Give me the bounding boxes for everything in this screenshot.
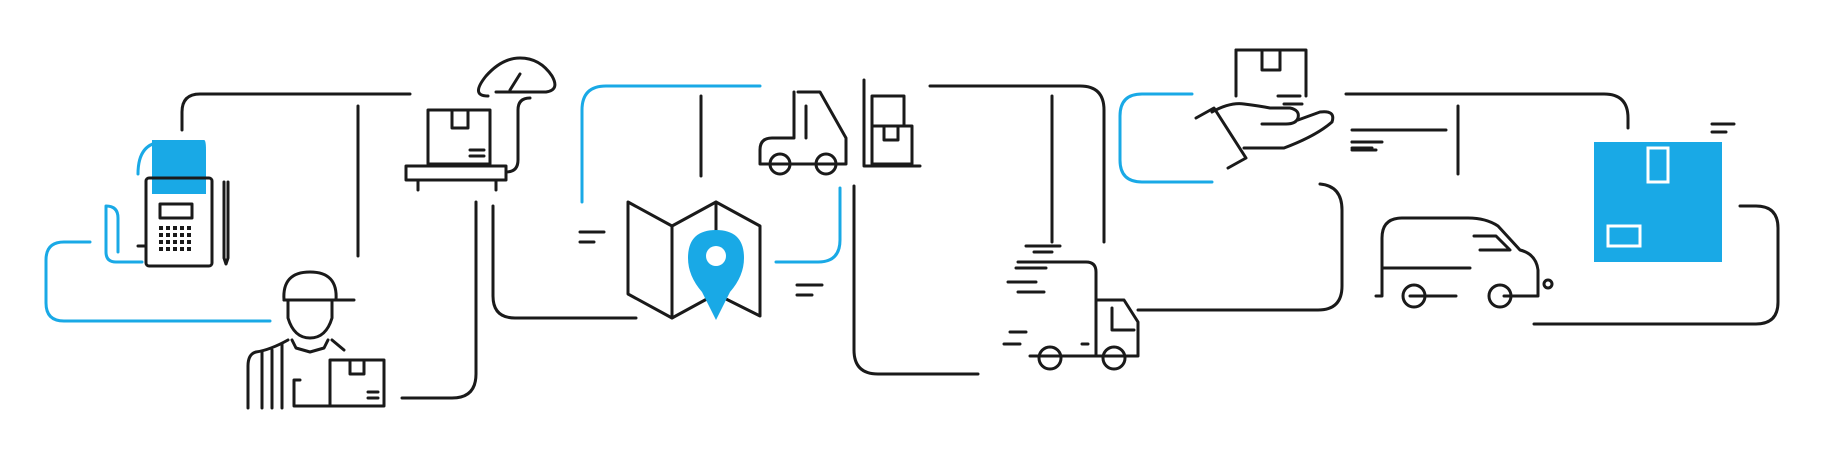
connector-line [400,200,478,400]
connector-line [774,186,842,264]
dash-marks [578,230,606,244]
connector-lines [44,84,1780,400]
hand-holding-package-icon [1194,48,1335,170]
dash-marks [1350,140,1384,152]
delivery-van-icon [1374,216,1554,309]
forklift-with-boxes-icon [758,78,922,176]
connector-line [1344,92,1630,130]
connector-line [852,184,980,376]
connector-line [491,204,638,320]
folded-map-with-pin-icon [626,200,762,320]
connector-line [928,84,1106,244]
connector-line [580,84,762,204]
cardboard-box-icon [1594,142,1722,262]
courier-with-package-icon [246,270,386,410]
package-scale-icon [404,56,557,192]
connector-line [1532,204,1780,326]
connector-line [1136,182,1344,312]
fax-machine-icon [104,140,230,268]
connector-line [180,92,412,132]
connector-line [1118,92,1214,184]
dash-marks [795,283,824,297]
connector-line [44,240,272,323]
dash-marks [1710,122,1736,134]
fast-delivery-truck-icon [1002,244,1140,371]
